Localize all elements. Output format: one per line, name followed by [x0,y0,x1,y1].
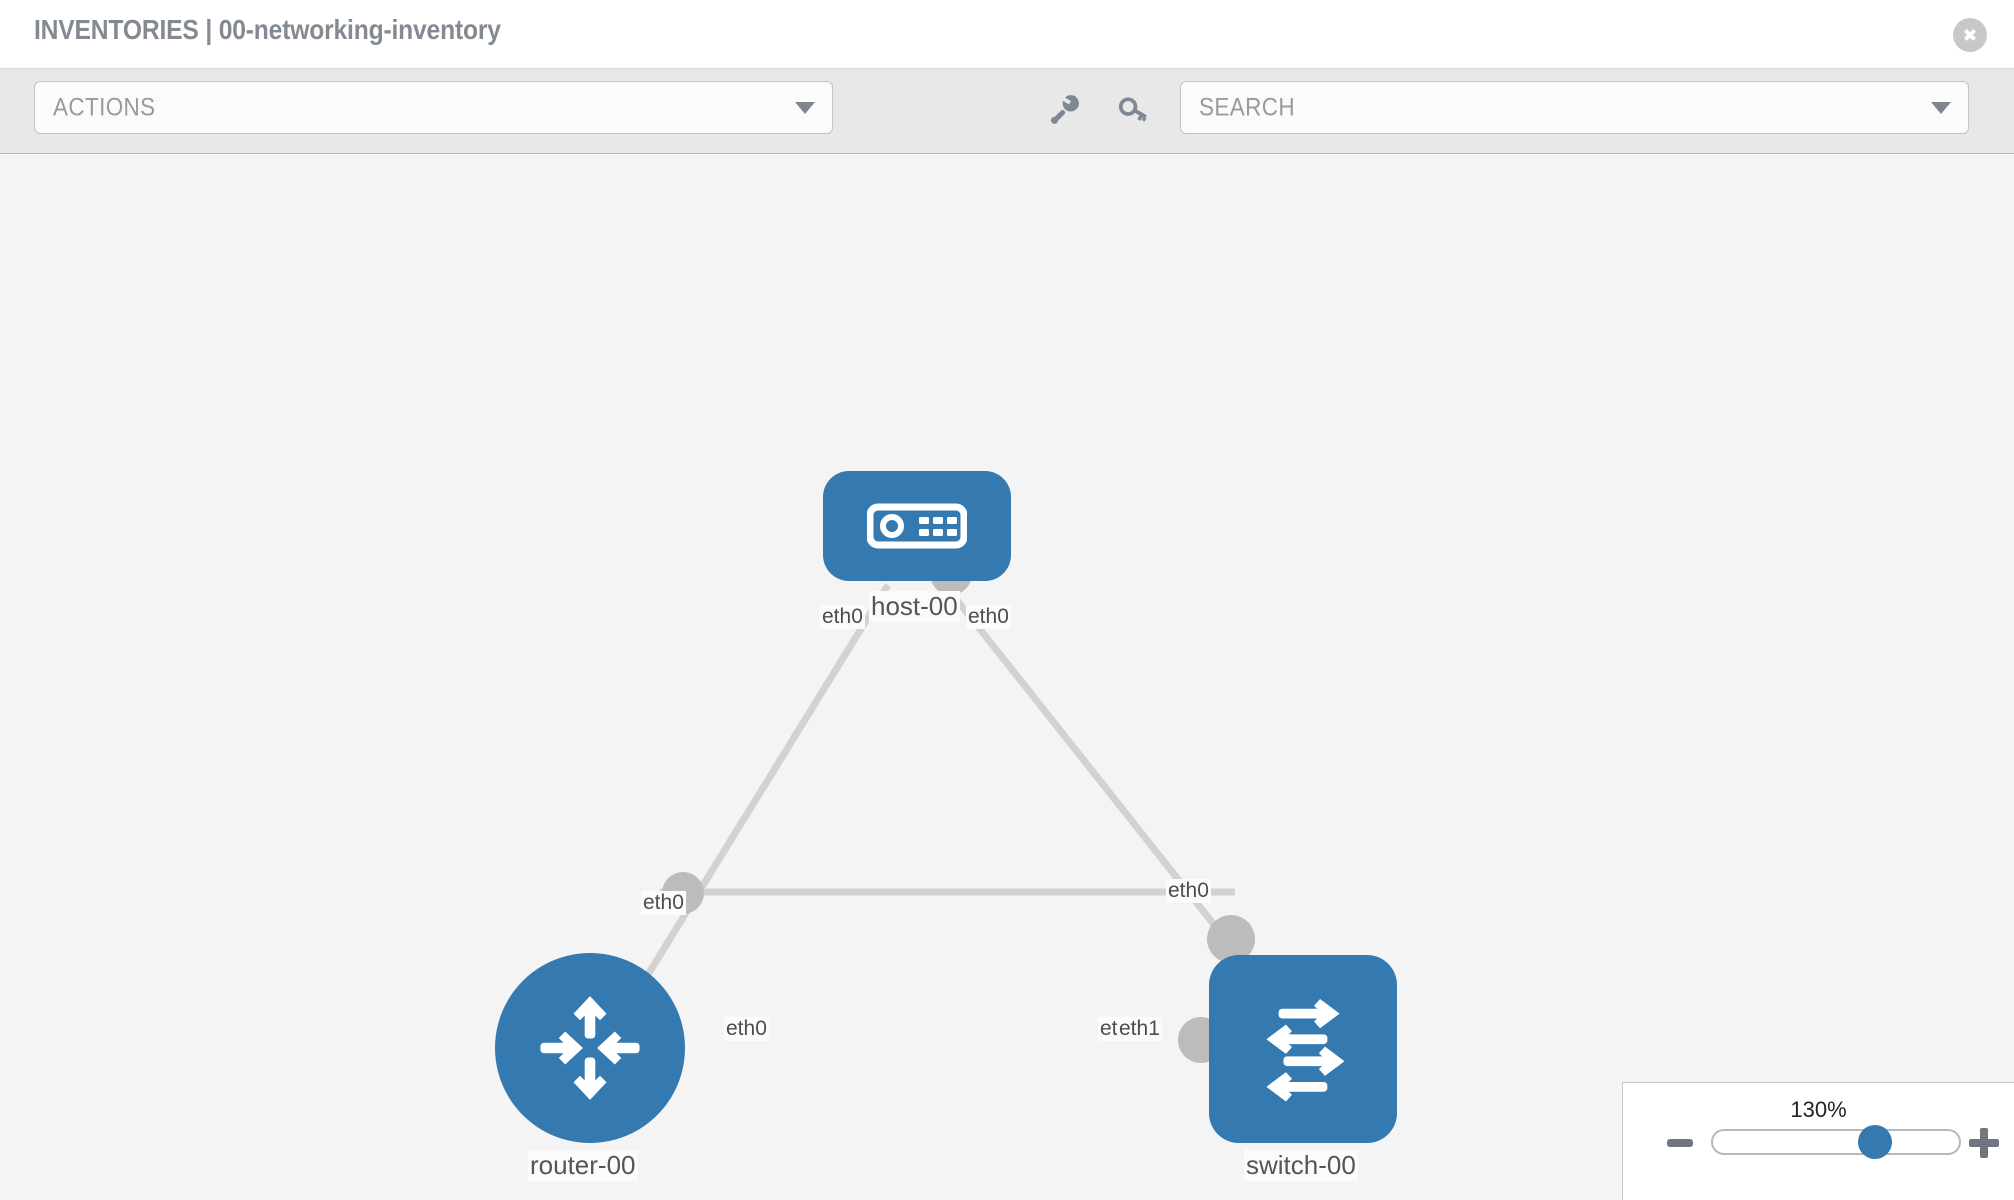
page-title: INVENTORIES | 00-networking-inventory [34,14,501,45]
server-icon [867,503,967,549]
node-router-00[interactable]: router-00 [495,953,685,1181]
node-switch-00[interactable]: switch-00 [1209,955,1397,1181]
search-placeholder: SEARCH [1199,93,1295,121]
wrench-icon[interactable] [1048,93,1082,127]
router-arrows-icon [540,996,640,1100]
topology-edges [617,582,1241,1022]
chevron-down-icon [1931,101,1951,114]
actions-dropdown[interactable]: ACTIONS [34,81,833,134]
node-switch-00-shape[interactable] [1209,955,1397,1143]
chevron-down-icon [795,101,815,114]
node-host-00[interactable]: host-00 [823,471,1011,622]
zoom-slider-track[interactable] [1711,1125,1961,1159]
key-icon[interactable] [1117,93,1151,127]
node-router-00-shape[interactable] [495,953,685,1143]
node-host-00-shape[interactable] [823,471,1011,581]
zoom-out-button[interactable] [1667,1139,1693,1147]
zoom-control-panel: 130% [1622,1082,2014,1200]
close-icon[interactable] [1953,18,1987,52]
topology-canvas[interactable]: host-00 [0,155,2014,1200]
actions-dropdown-label: ACTIONS [53,93,156,121]
zoom-in-button[interactable] [1969,1128,1999,1158]
zoom-slider-thumb[interactable] [1858,1125,1893,1159]
page-header: INVENTORIES | 00-networking-inventory [0,0,2014,69]
zoom-level-value: 130% [1790,1097,1847,1122]
switch-arrows-icon [1266,998,1345,1102]
search-input[interactable]: SEARCH [1180,81,1969,134]
